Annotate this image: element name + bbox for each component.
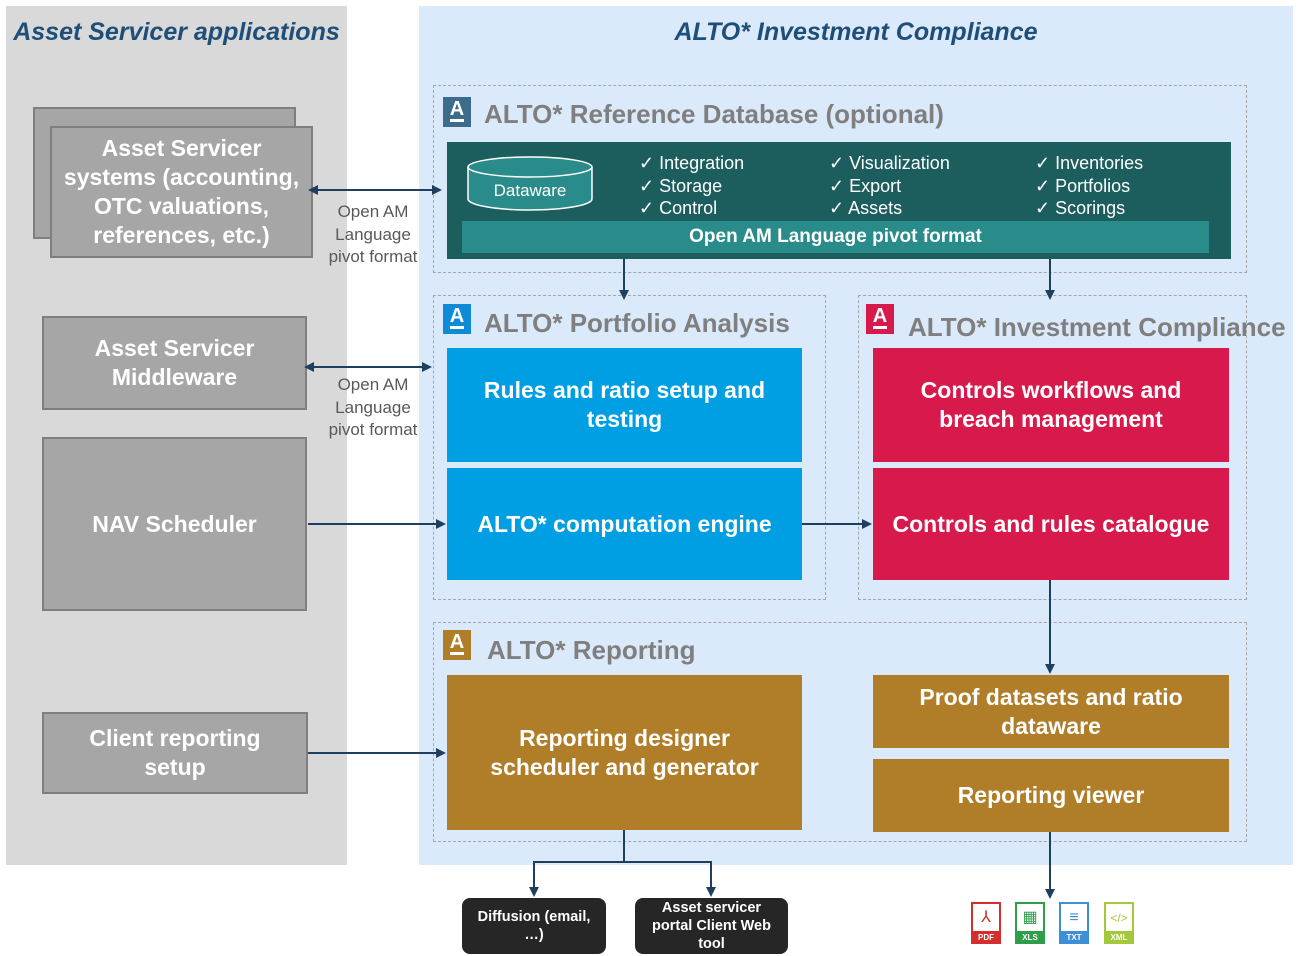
client-reporting-setup-box: Client reporting setup [42, 712, 308, 794]
feature-column-1: ✓ Integration ✓ Storage ✓ Control [639, 152, 744, 220]
reporting-designer-box: Reporting designer scheduler and generat… [447, 675, 802, 830]
investment-compliance-title: ALTO* Investment Compliance [908, 312, 1286, 342]
investment-compliance-heading: ALTO* Investment Compliance [674, 18, 1038, 46]
txt-file-icon: ≡ TXT [1059, 902, 1089, 944]
feature-assets: ✓ Assets [829, 198, 903, 218]
feature-inventories: ✓ Inventories [1035, 153, 1144, 173]
reference-database-section [433, 85, 1247, 273]
feature-portfolios: ✓ Portfolios [1035, 175, 1131, 196]
asset-servicer-systems-box: Asset Servicer systems (accounting, OTC … [50, 126, 313, 258]
open-am-label-middle: Open AM Language pivot format [328, 375, 418, 439]
xls-label: XLS [1015, 931, 1045, 944]
controls-workflows-box: Controls workflows and breach management [873, 348, 1229, 462]
alto-logo-icon: A [443, 304, 471, 334]
open-am-label-top: Open AM Language pivot format [328, 202, 418, 266]
txt-label: TXT [1059, 931, 1089, 944]
xls-glyph: ▦ [1022, 909, 1038, 926]
designer-to-diffusion-arrow [529, 830, 625, 897]
pdf-glyph: ⅄ [981, 909, 991, 926]
portfolio-analysis-title: ALTO* Portfolio Analysis [484, 308, 790, 338]
controls-rules-catalogue-box: Controls and rules catalogue [873, 468, 1229, 580]
alto-logo-icon: A [443, 630, 471, 660]
reporting-section [433, 622, 1247, 842]
portfolio-analysis-section [433, 295, 826, 600]
dataware-cylinder-icon [467, 156, 593, 211]
reporting-viewer-box: Reporting viewer [873, 759, 1229, 832]
pdf-file-icon: ⅄ PDF [971, 902, 1001, 944]
computation-engine-box: ALTO* computation engine [447, 468, 802, 580]
asset-servicer-middleware-box: Asset Servicer Middleware [42, 316, 307, 410]
feature-scorings: ✓ Scorings [1035, 198, 1126, 218]
feature-column-3: ✓ Inventories ✓ Portfolios ✓ Scorings [1035, 152, 1143, 220]
feature-visualization: ✓ Visualization [829, 153, 950, 173]
reporting-title: ALTO* Reporting [487, 635, 696, 665]
xls-file-icon: ▦ XLS [1015, 902, 1045, 944]
feature-integration: ✓ Integration [639, 153, 745, 173]
alto-logo-icon: A [866, 304, 894, 334]
feature-control: ✓ Control [639, 198, 718, 218]
asset-servicer-heading: Asset Servicer applications [13, 18, 340, 46]
diffusion-output: Diffusion (email, …) [462, 898, 606, 954]
txt-glyph: ≡ [1069, 909, 1079, 926]
designer-to-portal-arrow [624, 861, 716, 897]
rules-ratio-setup-box: Rules and ratio setup and testing [447, 348, 802, 462]
dataware-label: Dataware [493, 181, 567, 200]
feature-export: ✓ Export [829, 175, 902, 196]
reference-database-title: ALTO* Reference Database (optional) [484, 99, 944, 129]
xml-file-icon: </> XML [1104, 902, 1134, 944]
alto-logo-icon: A [443, 97, 471, 127]
proof-datasets-box: Proof datasets and ratio dataware [873, 675, 1229, 748]
feature-storage: ✓ Storage [639, 175, 723, 196]
xml-glyph: </> [1110, 911, 1128, 925]
feature-column-2: ✓ Visualization ✓ Export ✓ Assets [829, 152, 950, 220]
pdf-label: PDF [971, 931, 1001, 944]
pivot-format-bar: Open AM Language pivot format [462, 221, 1209, 253]
asset-servicer-portal-output: Asset servicer portal Client Web tool [635, 898, 788, 954]
nav-scheduler-box: NAV Scheduler [42, 437, 307, 611]
xml-label: XML [1104, 931, 1134, 944]
